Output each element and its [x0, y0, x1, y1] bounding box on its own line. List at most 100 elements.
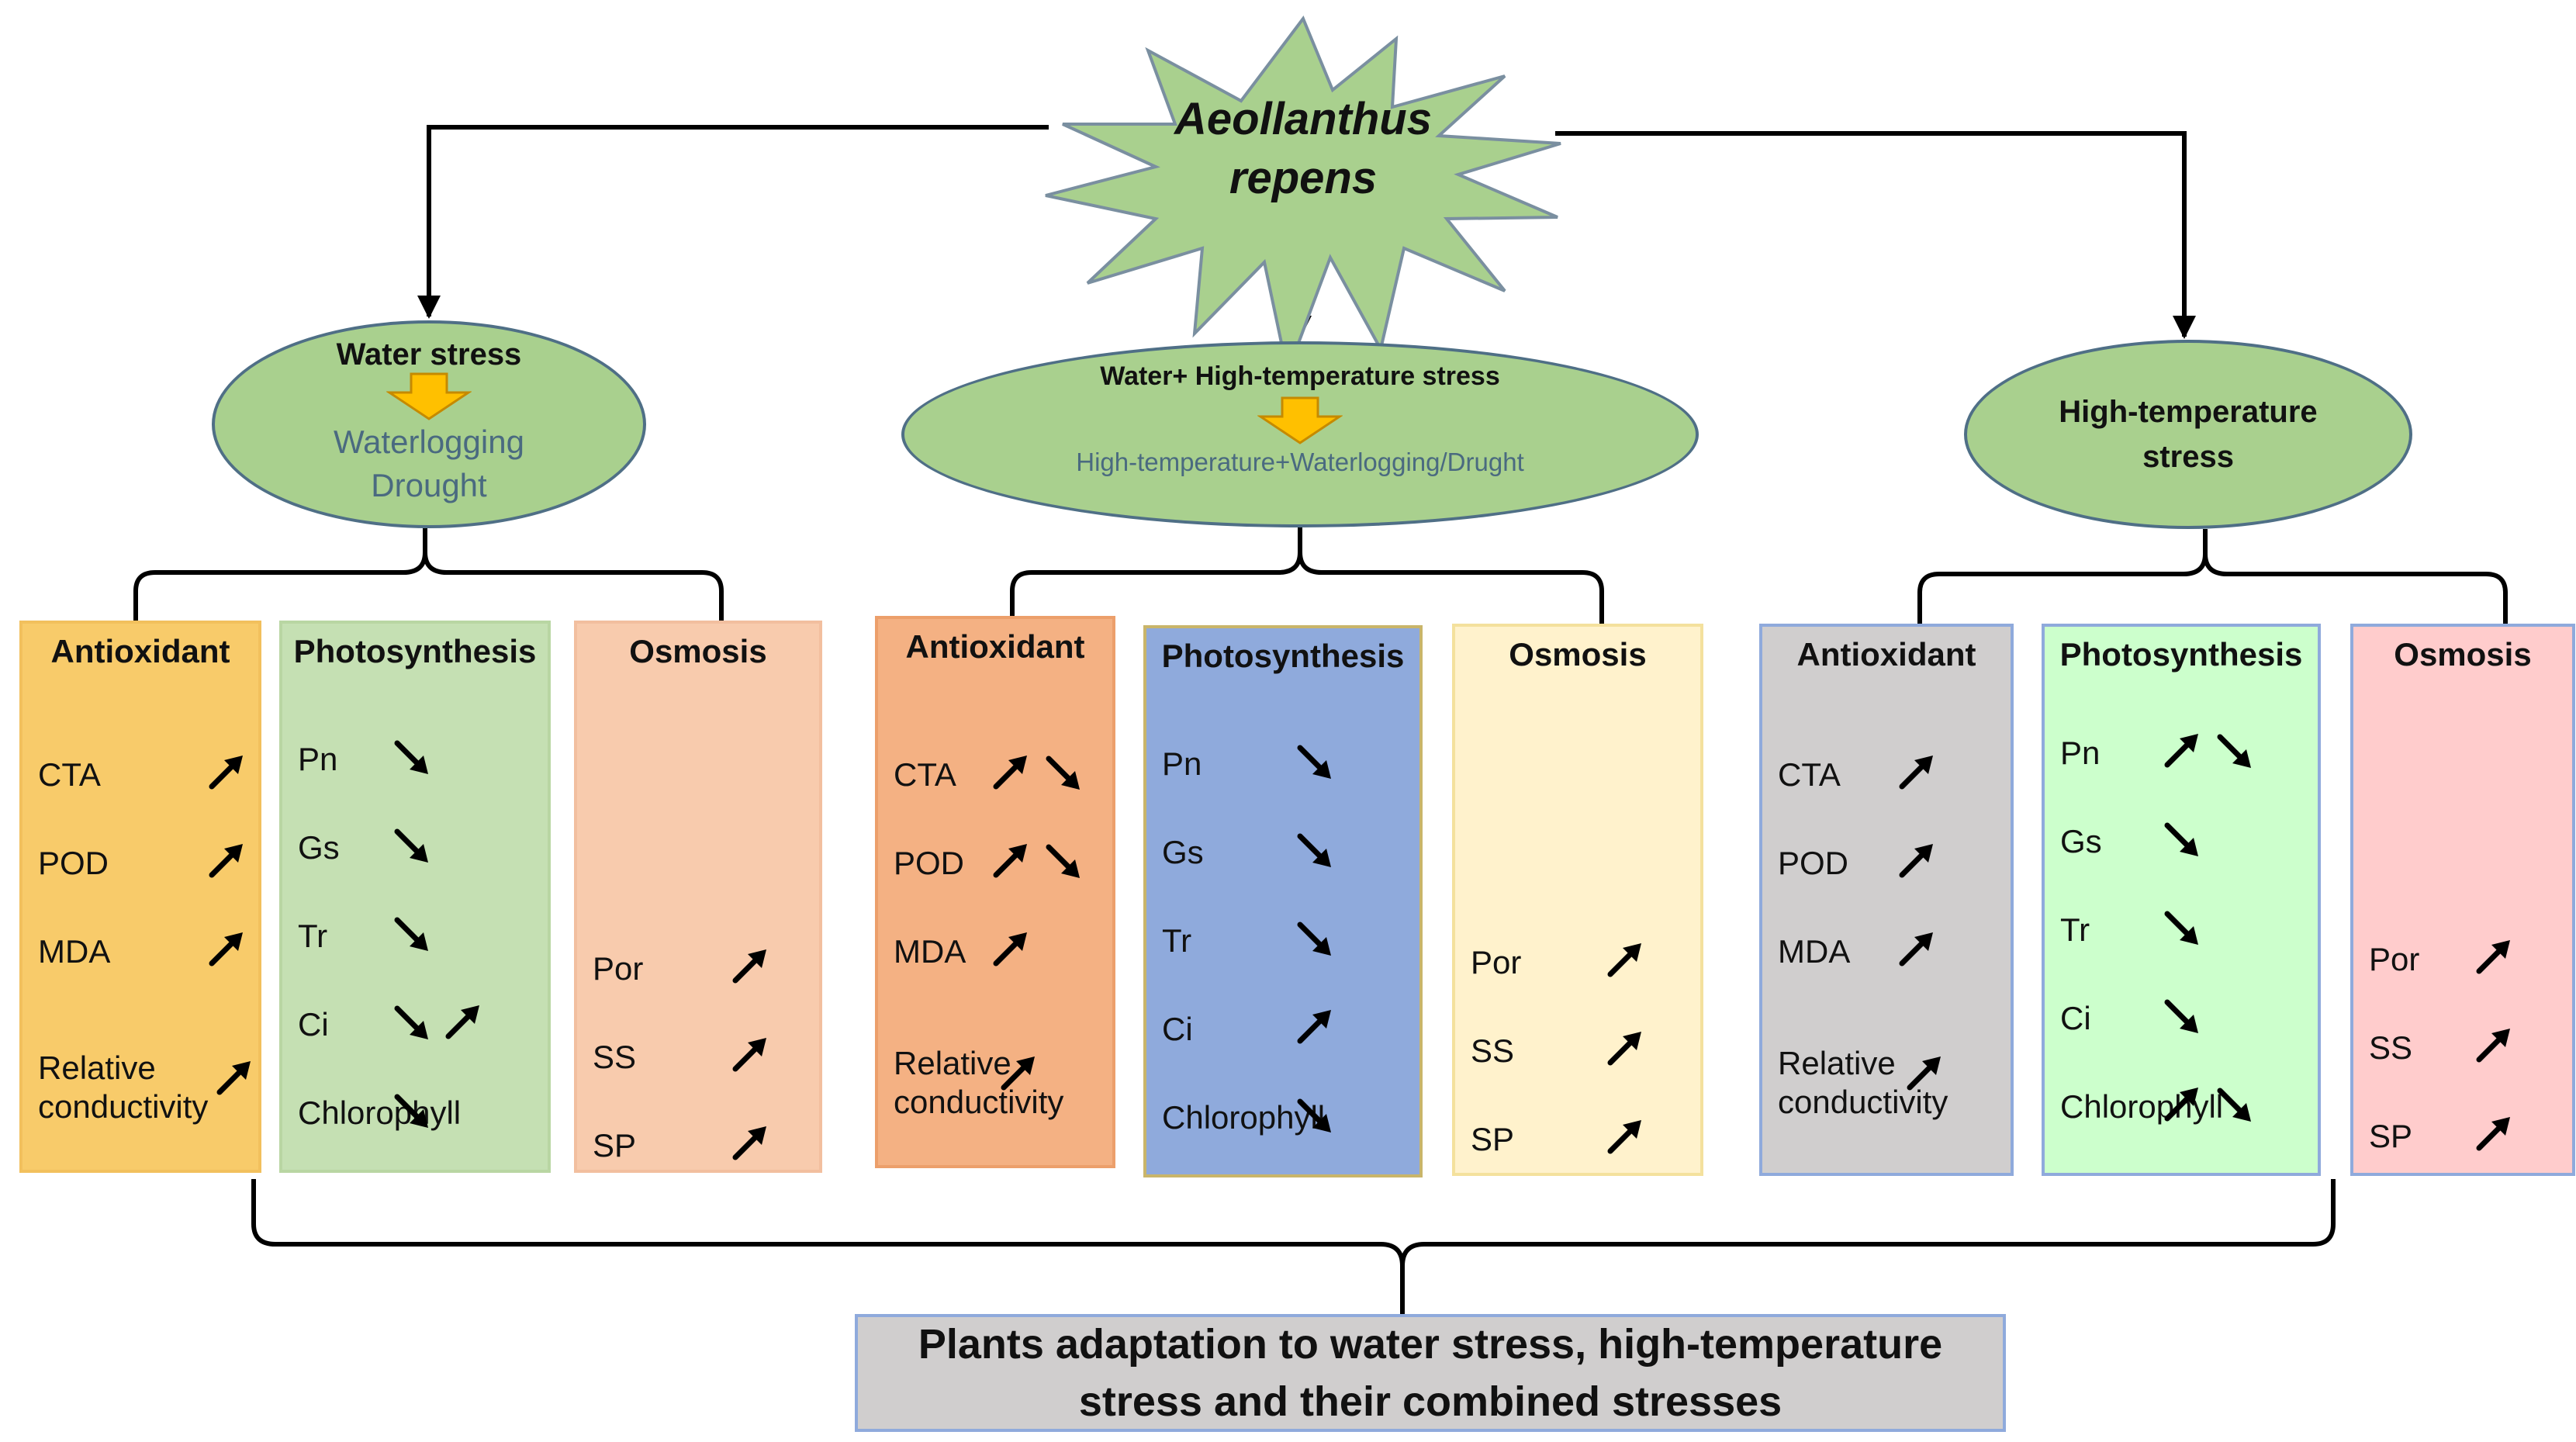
increase-arrow-icon [209, 756, 243, 790]
increase-arrow-icon [1899, 932, 1933, 967]
indicator-label: Pn [1162, 745, 1202, 782]
increase-arrow-icon [1899, 844, 1933, 878]
root-node-aeollanthus: Aeollanthus repens [1039, 16, 1567, 380]
indicator-row: Pn [282, 740, 548, 810]
box-title: Antioxidant [50, 633, 230, 669]
indicator-row: Gs [282, 828, 548, 898]
indicator-label: SS [1471, 1032, 1515, 1069]
decrease-arrow-icon [1297, 1098, 1331, 1133]
indicator-label: SP [1471, 1121, 1515, 1157]
indicator-row: Ci [1146, 1010, 1419, 1080]
indicator-row: Por [2353, 940, 2572, 1010]
starburst-shape [1045, 16, 1561, 379]
indicator-row: POD [878, 844, 1112, 914]
indicator-row: Chlorophyll [1146, 1098, 1419, 1168]
water-stress-title: Water stress [336, 337, 522, 372]
combined-stress-sub: High-temperature+Waterlogging/Drught [1076, 448, 1524, 476]
indicator-label: Relative conductivity [1778, 1045, 1948, 1120]
increase-arrow-icon [1907, 1056, 1941, 1091]
indicator-label: POD [38, 845, 109, 881]
decrease-arrow-icon [1297, 833, 1331, 867]
decrease-arrow-icon [1297, 922, 1331, 956]
decrease-arrow-icon [394, 1005, 428, 1039]
indicator-row: Tr [1146, 922, 1419, 991]
decrease-arrow-icon [2217, 734, 2251, 768]
indicator-label: Relative conductivity [38, 1050, 209, 1125]
indicator-label: Tr [298, 918, 328, 954]
increase-arrow-icon [1001, 1056, 1035, 1091]
indicator-label: Ci [298, 1006, 329, 1043]
indicator-row: SS [577, 1038, 819, 1108]
indicator-label: Tr [1162, 922, 1192, 959]
indicator-row: SP [2353, 1117, 2572, 1187]
heat-stress-title-line1: High-temperature [2059, 395, 2318, 429]
decrease-arrow-icon [1046, 756, 1080, 790]
increase-arrow-icon [2476, 1117, 2510, 1151]
indicator-label: Chlorophyll [298, 1094, 462, 1131]
down-arrow-icon [1257, 396, 1343, 444]
indicator-label: MDA [38, 933, 111, 970]
increase-arrow-icon [216, 1061, 251, 1095]
box-title: Photosynthesis [1161, 638, 1405, 674]
indicator-row: MDA [878, 932, 1112, 1002]
indicator-label: Gs [2060, 823, 2102, 859]
indicator-label: CTA [38, 756, 101, 793]
decrease-arrow-icon [394, 1094, 428, 1128]
indicator-row: Ci [2045, 999, 2318, 1069]
combined-stress-title: Water+ High-temperature stress [1100, 361, 1500, 391]
indicator-label: Relative conductivity [894, 1045, 1064, 1120]
indicator-row: Tr [2045, 911, 2318, 980]
indicator-row: Gs [1146, 833, 1419, 903]
indicator-label: MDA [1778, 933, 1851, 970]
indicator-label: MDA [894, 933, 966, 970]
indicator-label: Gs [1162, 834, 1204, 870]
conclusion-text: Plants adaptation to water stress, high-… [918, 1321, 1943, 1425]
indicator-label: Pn [298, 741, 338, 777]
indicator-row: Relative conductivity [22, 1049, 258, 1125]
indicator-row: Gs [2045, 822, 2318, 892]
decrease-arrow-icon [1046, 844, 1080, 878]
increase-arrow-icon [993, 932, 1027, 967]
increase-arrow-icon [732, 1126, 766, 1160]
indicator-row: Pn [1146, 745, 1419, 814]
indicator-label: SP [2369, 1118, 2413, 1154]
increase-arrow-icon [209, 844, 243, 878]
indicator-label: Por [2369, 941, 2420, 977]
indicator-label: SS [593, 1039, 637, 1075]
conclusion-box: Plants adaptation to water stress, high-… [855, 1314, 2006, 1432]
down-arrow-icon [386, 372, 472, 420]
box-title: Antioxidant [905, 628, 1085, 665]
indicator-row: MDA [22, 932, 258, 1002]
heat-stress-title-line2: stress [2142, 440, 2234, 474]
indicator-label: CTA [1778, 756, 1841, 793]
indicator-label: Ci [2060, 1000, 2091, 1036]
decrease-arrow-icon [2164, 911, 2198, 945]
indicator-row: Ci [282, 1005, 548, 1075]
indicator-row: POD [22, 844, 258, 914]
indicator-row: Chlorophyll [2045, 1088, 2318, 1157]
root-label-line2: repens [1229, 153, 1378, 203]
indicator-row: POD [1762, 844, 2011, 914]
decrease-arrow-icon [2164, 999, 2198, 1033]
increase-arrow-icon [2476, 1029, 2510, 1063]
indicator-label: Tr [2060, 911, 2090, 948]
indicator-row: CTA [22, 756, 258, 825]
box-title: Antioxidant [1796, 636, 1976, 673]
increase-arrow-icon [993, 844, 1027, 878]
indicator-label: Ci [1162, 1011, 1193, 1047]
increase-arrow-icon [445, 1005, 479, 1039]
indicator-row: MDA [1762, 932, 2011, 1002]
indicator-label: Pn [2060, 735, 2101, 771]
decrease-arrow-icon [394, 740, 428, 774]
decrease-arrow-icon [2164, 822, 2198, 856]
increase-arrow-icon [2164, 1088, 2198, 1122]
decrease-arrow-icon [1297, 745, 1331, 779]
increase-arrow-icon [1607, 943, 1641, 977]
